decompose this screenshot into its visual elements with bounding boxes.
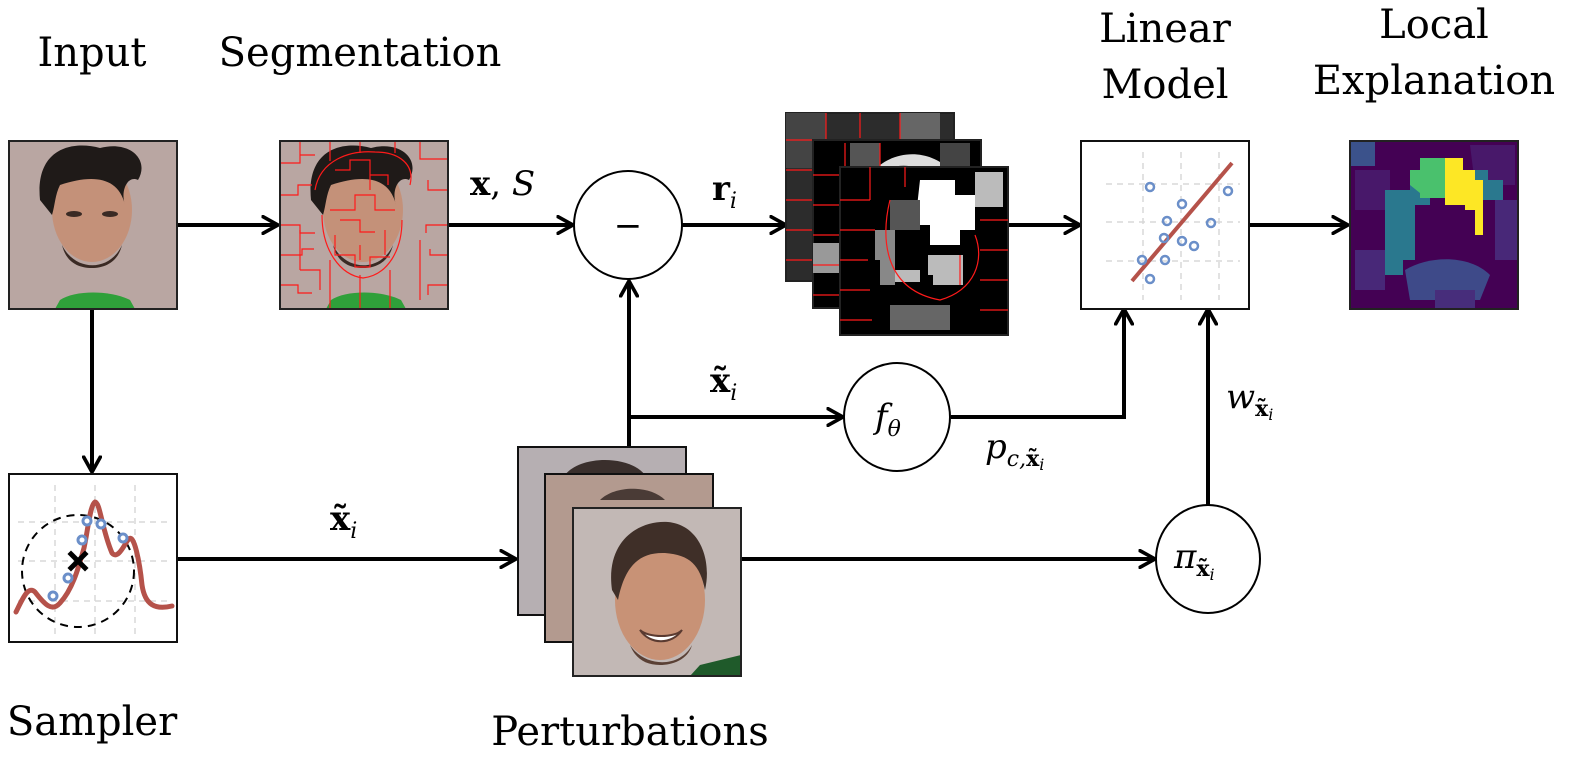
title-local-explanation-line1: Local bbox=[1379, 2, 1489, 48]
data-point bbox=[1159, 254, 1171, 266]
data-point bbox=[1144, 181, 1156, 193]
minus-node: − bbox=[573, 170, 683, 280]
label-x-tilde-bottom: x̃i bbox=[330, 499, 357, 544]
title-perturbations: Perturbations bbox=[491, 709, 769, 755]
title-segmentation: Segmentation bbox=[219, 30, 502, 76]
sample-point bbox=[47, 590, 59, 602]
fit-line bbox=[1130, 161, 1234, 283]
density-curve bbox=[13, 499, 175, 615]
wires bbox=[92, 225, 1348, 559]
sampling-neighborhood bbox=[21, 514, 135, 628]
sampler-plot bbox=[8, 473, 178, 643]
sample-point bbox=[76, 534, 88, 546]
data-point bbox=[1205, 217, 1217, 229]
origin-cross-icon bbox=[67, 550, 89, 572]
label-w: wx̃i bbox=[1226, 377, 1273, 424]
perturbations-stack bbox=[517, 446, 742, 677]
segmentation-image bbox=[279, 140, 449, 310]
pi-node: πx̃i bbox=[1155, 504, 1261, 614]
local-explanation-heatmap bbox=[1349, 140, 1519, 310]
data-point bbox=[1158, 232, 1170, 244]
data-point bbox=[1176, 198, 1188, 210]
data-point bbox=[1136, 254, 1148, 266]
sample-point bbox=[81, 515, 93, 527]
sample-points bbox=[47, 515, 129, 602]
data-point bbox=[1144, 273, 1156, 285]
data-point bbox=[1161, 215, 1173, 227]
mask-card-front bbox=[839, 166, 1009, 336]
sample-point bbox=[117, 532, 129, 544]
title-linear-model-line1: Linear bbox=[1099, 6, 1232, 52]
input-image bbox=[8, 140, 178, 310]
title-linear-model-line2: Model bbox=[1101, 62, 1228, 108]
title-sampler: Sampler bbox=[7, 699, 178, 745]
superpixel-boundaries bbox=[280, 141, 448, 309]
label-x-tilde-top: x̃i bbox=[710, 361, 737, 406]
title-input: Input bbox=[37, 30, 146, 76]
masked-segments-stack bbox=[785, 112, 1009, 336]
f-theta-node: fθ bbox=[843, 362, 951, 472]
pi-label: πx̃i bbox=[1173, 537, 1215, 584]
label-x-s: x, S bbox=[470, 164, 535, 204]
label-r-i: ri bbox=[712, 169, 737, 214]
linear-model-points bbox=[1136, 181, 1234, 285]
data-point bbox=[1222, 185, 1234, 197]
wire-f-theta-to-linear-model bbox=[951, 309, 1124, 419]
sample-point bbox=[62, 572, 74, 584]
linear-model-plot bbox=[1080, 140, 1250, 310]
label-p-c: pc,x̃i bbox=[985, 427, 1044, 474]
perturbation-card-front bbox=[572, 507, 742, 677]
title-local-explanation-line2: Explanation bbox=[1313, 58, 1555, 104]
sample-point bbox=[95, 518, 107, 530]
minus-symbol: − bbox=[614, 206, 643, 246]
data-point bbox=[1176, 235, 1188, 247]
data-point bbox=[1188, 240, 1200, 252]
